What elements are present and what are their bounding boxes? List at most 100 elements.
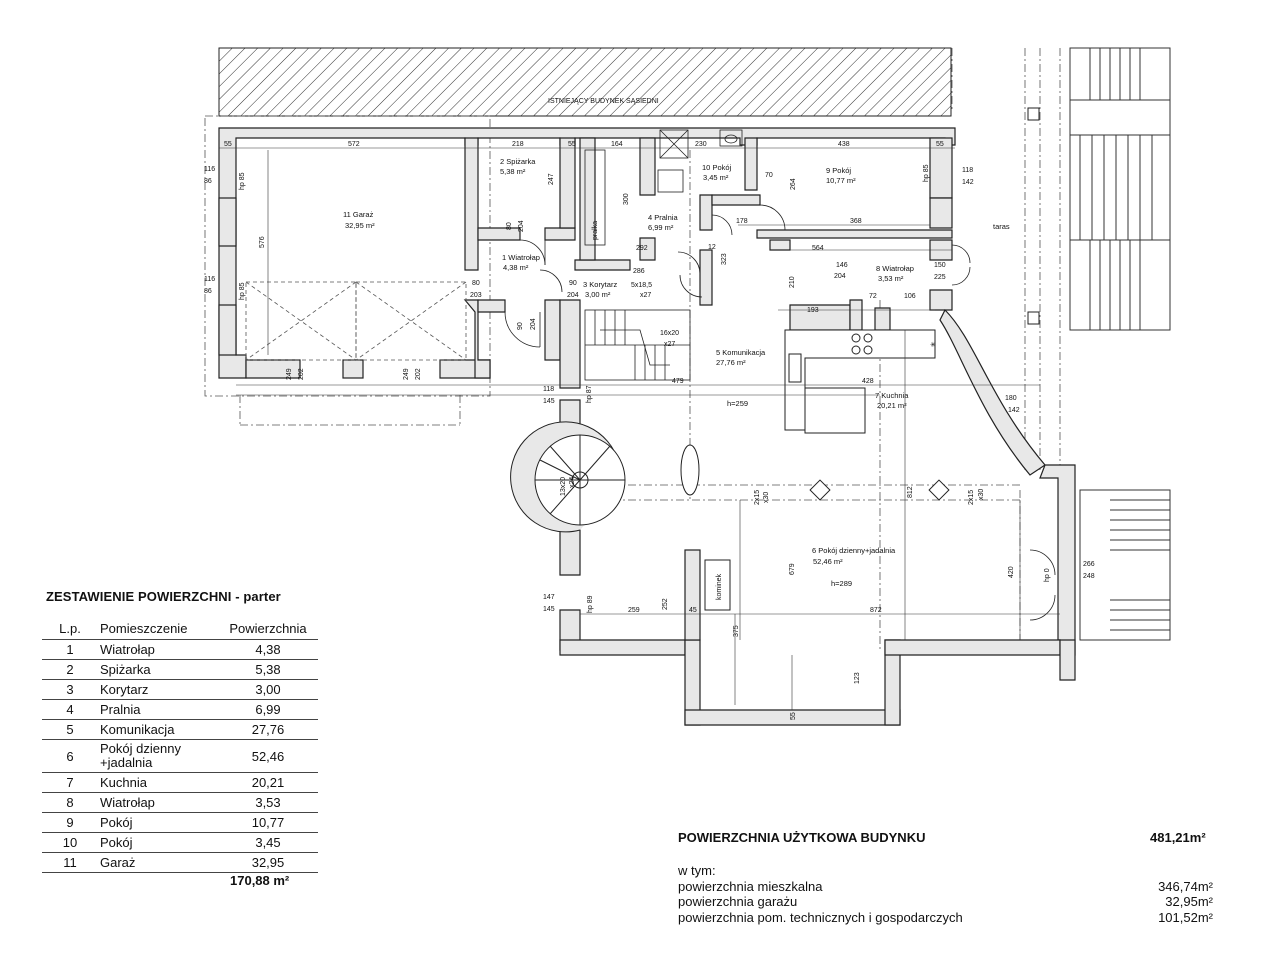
dim: 164 <box>611 141 623 148</box>
dim: 55 <box>936 141 944 148</box>
row-area: 52,46 <box>218 739 318 773</box>
summary-title: ZESTAWIENIE POWIERZCHNI - parter <box>46 589 281 604</box>
dim: 572 <box>348 141 360 148</box>
dim: 225 <box>934 274 946 281</box>
row-area: 32,95 <box>218 852 318 873</box>
breakdown-label: powierzchnia pom. technicznych i gospoda… <box>678 909 963 925</box>
breakdown-value: 101,52m² <box>1158 909 1213 925</box>
table-header-row: L.p. Pomieszczenie Powierzchnia <box>42 617 318 640</box>
room-area: 3,53 m² <box>878 274 904 283</box>
dim: 218 <box>512 141 524 148</box>
room-label: 6 Pokój dzienny+jadalnia <box>812 546 896 555</box>
dim: 210 <box>789 276 796 288</box>
room-area: 20,21 m² <box>877 401 907 410</box>
dim: 576 <box>259 236 266 248</box>
dim: 147 <box>543 594 555 601</box>
dim: 428 <box>862 378 874 385</box>
dim: 142 <box>962 179 974 186</box>
dim: 204 <box>567 292 579 299</box>
room-area: 4,38 m² <box>503 263 529 272</box>
dim: 438 <box>838 141 850 148</box>
row-lp: 2 <box>42 659 98 680</box>
breakdown-row: powierzchnia pom. technicznych i gospoda… <box>678 910 1213 926</box>
dim: 249 <box>286 368 293 380</box>
room-area: 3,00 m² <box>585 290 611 299</box>
table-row: 2 Spiżarka 5,38 <box>42 659 318 680</box>
dim: 80 <box>506 222 513 230</box>
dim: 118 <box>962 167 973 174</box>
dim: hp 0 <box>1044 568 1051 582</box>
dim: 204 <box>518 220 525 232</box>
breakdown-intro-text: w tym: <box>678 863 716 878</box>
header-area: Powierzchnia <box>229 620 307 636</box>
row-area: 20,21 <box>218 772 318 793</box>
dim: 202 <box>298 368 305 380</box>
dim: hp 87 <box>586 385 593 403</box>
row-area: 5,38 <box>218 659 318 680</box>
row-room: Komunikacja <box>98 719 218 740</box>
table-row: 3 Korytarz 3,00 <box>42 679 318 700</box>
breakdown-value: 32,95m² <box>1165 894 1213 909</box>
dim: 16x20 <box>660 330 679 337</box>
door-swings <box>504 204 1056 621</box>
table-row: 10 Pokój 3,45 <box>42 832 318 853</box>
dim: 266 <box>1083 561 1095 568</box>
dim: 203 <box>470 292 482 299</box>
room-label: 2 Spiżarka <box>500 157 536 166</box>
dim: 55 <box>224 141 232 148</box>
star-symbol: ✳ <box>930 341 936 349</box>
row-lp: 1 <box>42 639 98 660</box>
dim: 55 <box>568 141 576 148</box>
dim: 116 <box>204 276 215 283</box>
room-label: 1 Wiatrołap <box>502 253 540 262</box>
dim: hp 85 <box>239 172 246 190</box>
row-room: Wiatrołap <box>98 792 218 813</box>
dim: 55 <box>790 712 797 720</box>
columns <box>680 107 1040 611</box>
dim: 80 <box>472 280 480 287</box>
table-row: 5 Komunikacja 27,76 <box>42 719 318 740</box>
table-row: 11 Garaż 32,95 <box>42 852 318 873</box>
dim: hp 89 <box>587 595 594 613</box>
table-row: 9 Pokój 10,77 <box>42 812 318 833</box>
dim: 247 <box>548 173 555 185</box>
dim: 142 <box>1008 407 1020 414</box>
breakdown-row: powierzchnia mieszkalna 346,74m² <box>678 879 1213 895</box>
dim: 86 <box>204 288 212 295</box>
dim: 145 <box>543 606 555 613</box>
row-lp: 11 <box>42 852 98 873</box>
dim: 178 <box>736 218 748 225</box>
room-label: 11 Garaż <box>343 210 374 219</box>
row-area: 3,00 <box>218 679 318 700</box>
dim: 368 <box>850 218 862 225</box>
room-label: 9 Pokój <box>826 166 851 175</box>
dim: x30 <box>763 492 770 503</box>
dim: 145 <box>543 398 555 405</box>
row-lp: 4 <box>42 699 98 720</box>
fixtures <box>584 129 743 246</box>
height-label: h=259 <box>727 399 748 408</box>
dim: 118 <box>543 386 554 393</box>
dim: 252 <box>662 598 669 610</box>
dim: 116 <box>204 166 215 173</box>
dim: 90 <box>517 322 524 330</box>
breakdown-label: powierzchnia mieszkalna <box>678 878 823 894</box>
room-label: 10 Pokój <box>702 163 732 172</box>
dim: 2x15 <box>754 490 761 505</box>
dim: 230 <box>695 141 707 148</box>
dim: hp 85 <box>239 282 246 300</box>
row-room: Pokój dzienny +jadalnia <box>98 739 218 773</box>
neighbor-building <box>218 47 952 117</box>
dim: 202 <box>415 368 422 380</box>
row-lp: 6 <box>42 739 98 773</box>
row-lp: 8 <box>42 792 98 813</box>
table-row: 4 Pralnia 6,99 <box>42 699 318 720</box>
dim: 13x20 <box>560 477 567 496</box>
row-area: 3,45 <box>218 832 318 853</box>
row-room: Pokój <box>98 812 218 833</box>
row-area: 27,76 <box>218 719 318 740</box>
dimension-lines <box>219 147 1060 710</box>
room-area: 52,46 m² <box>813 557 843 566</box>
dim: 323 <box>721 253 728 265</box>
